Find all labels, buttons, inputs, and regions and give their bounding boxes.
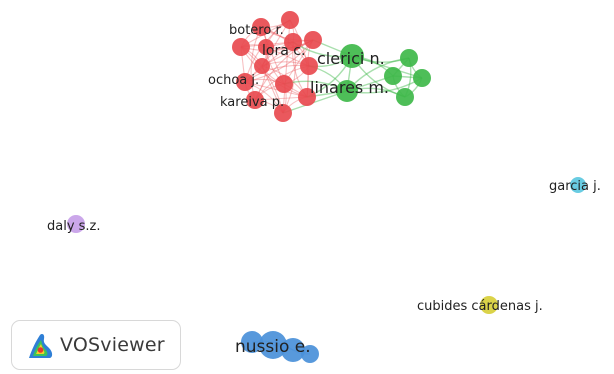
author-node-yellow-ye[interactable] <box>480 296 498 314</box>
author-node-blue-b3[interactable] <box>241 331 263 353</box>
author-node-red-r2[interactable] <box>252 18 270 36</box>
link-r1-r13 <box>282 19 291 114</box>
author-node-red-r5[interactable] <box>284 33 302 51</box>
author-node-red-r12[interactable] <box>246 91 264 109</box>
label-garcia[interactable]: garcia j. <box>549 179 601 194</box>
author-nodes <box>67 11 586 363</box>
author-node-red-r8[interactable] <box>300 57 318 75</box>
author-node-green-g2[interactable] <box>336 80 358 102</box>
author-node-green-g3[interactable] <box>400 49 418 67</box>
author-node-red-r1[interactable] <box>281 11 299 29</box>
label-linares[interactable]: linares m. <box>310 78 389 97</box>
label-clerici[interactable]: clerici n. <box>317 49 385 68</box>
author-node-green-g5[interactable] <box>413 69 431 87</box>
vosviewer-logo-badge: VOSviewer <box>11 320 181 370</box>
author-node-red-r3[interactable] <box>232 38 250 56</box>
author-node-purple-pu[interactable] <box>67 215 85 233</box>
author-node-green-g6[interactable] <box>396 88 414 106</box>
author-labels: botero r. lora c. ochoa j. kareiva p. cl… <box>47 23 601 357</box>
label-lora[interactable]: lora c. <box>262 43 305 59</box>
label-cubides[interactable]: cubides cárdenas j. <box>417 299 543 314</box>
author-node-red-r6[interactable] <box>304 31 322 49</box>
author-node-green-g4[interactable] <box>384 67 402 85</box>
author-node-red-r4[interactable] <box>258 39 274 55</box>
label-botero[interactable]: botero r. <box>229 23 284 38</box>
author-node-cyan-cy[interactable] <box>570 177 586 193</box>
vosviewer-wordmark: VOSviewer <box>60 334 165 356</box>
label-daly[interactable]: daly s.z. <box>47 219 101 234</box>
vosviewer-density-logo-icon <box>29 334 53 358</box>
author-node-red-r10[interactable] <box>275 75 293 93</box>
author-node-red-r13[interactable] <box>274 104 292 122</box>
label-kareiva[interactable]: kareiva p. <box>220 95 284 110</box>
label-ochoa[interactable]: ochoa j. <box>208 73 259 88</box>
author-node-green-g1[interactable] <box>340 44 364 68</box>
author-node-red-r7[interactable] <box>254 58 270 74</box>
author-node-blue-b4[interactable] <box>301 345 319 363</box>
author-node-red-r11[interactable] <box>298 88 316 106</box>
author-node-red-r9[interactable] <box>236 73 254 91</box>
label-nussio[interactable]: nussio e. <box>235 337 311 357</box>
author-node-blue-b2[interactable] <box>281 338 305 362</box>
author-node-blue-b1[interactable] <box>259 331 287 359</box>
